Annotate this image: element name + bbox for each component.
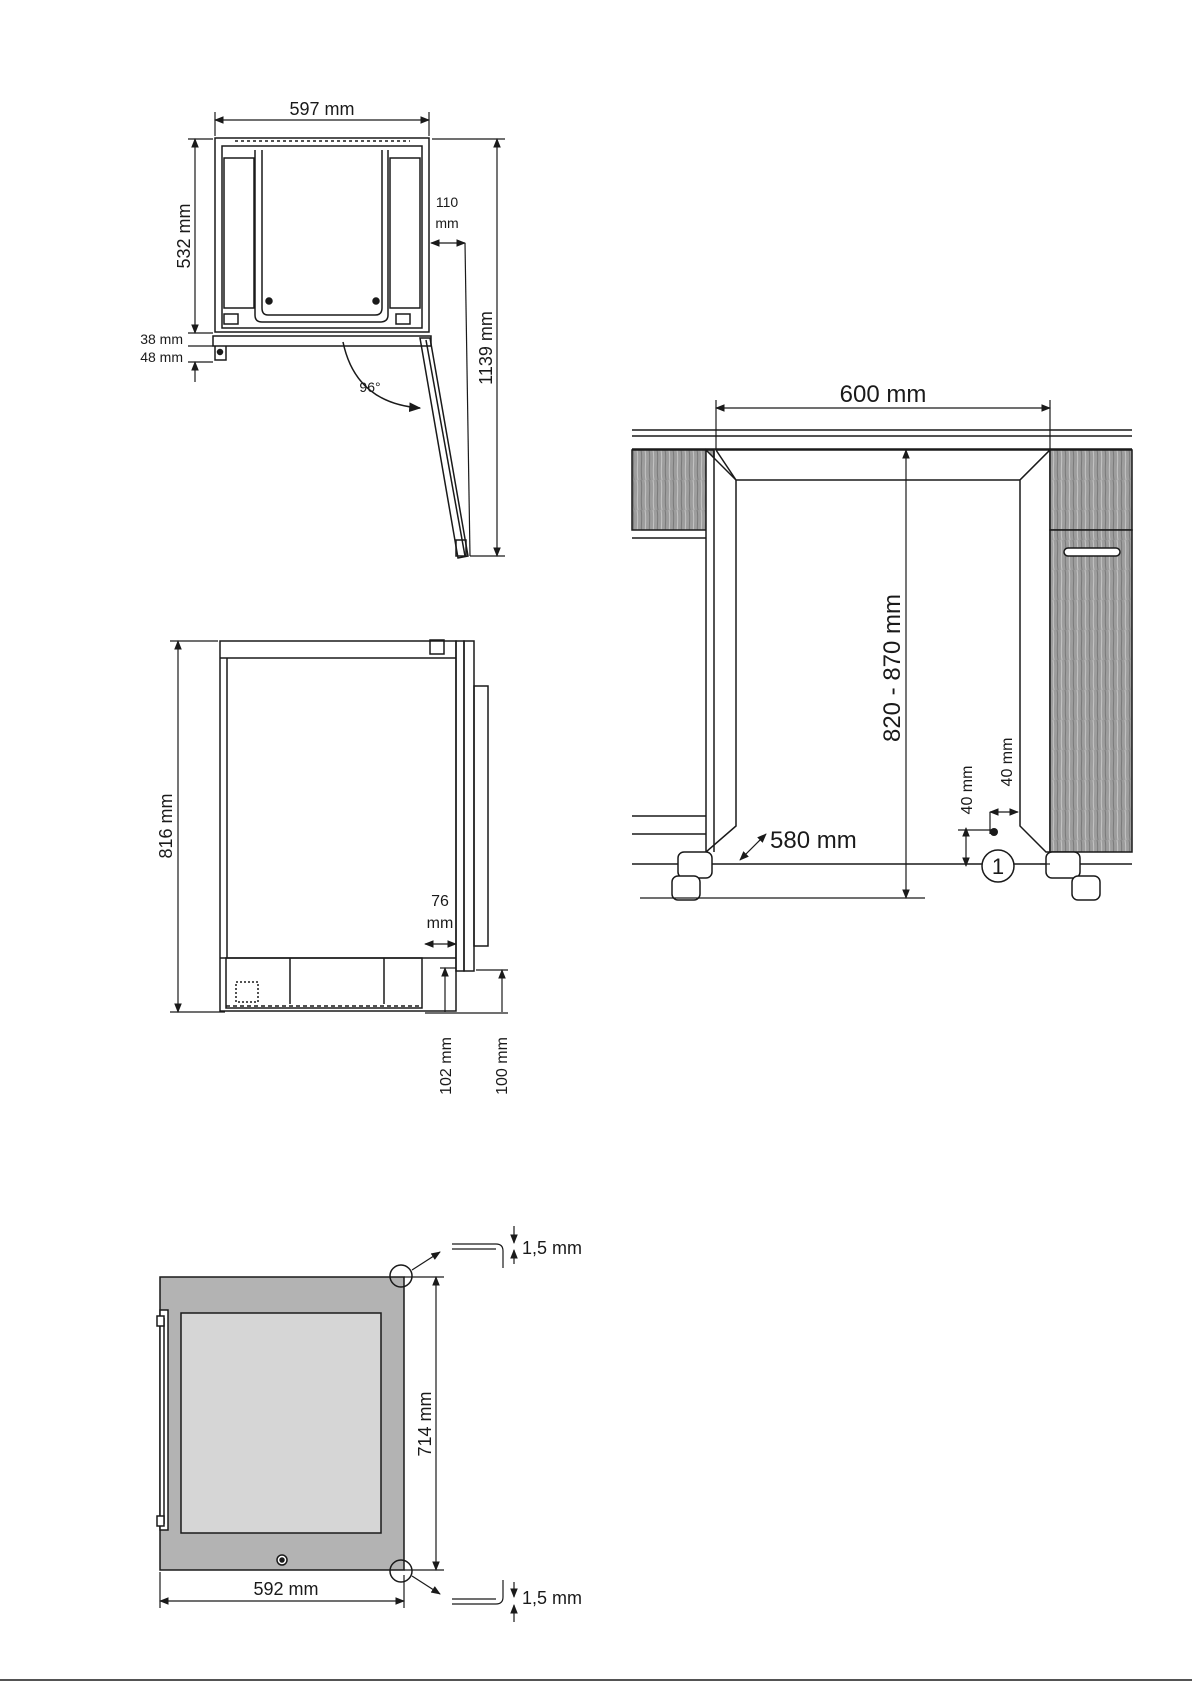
- plinth-2-label: 100 mm: [494, 1037, 511, 1095]
- top-view-dimensions: [188, 112, 505, 556]
- top-view: [213, 138, 468, 558]
- door-gap-1-label: 38 mm: [140, 331, 183, 347]
- door-gap-2-label: 48 mm: [140, 349, 183, 365]
- right-wood-top: [1050, 450, 1132, 530]
- open-door: [420, 338, 468, 558]
- top-width-label: 597 mm: [289, 99, 354, 119]
- cable-x-label: 40 mm: [959, 766, 976, 815]
- side-clearance-value: 110: [436, 194, 459, 210]
- handle-offset-value: 76: [431, 893, 449, 910]
- niche-height-label: 820 - 870 mm: [879, 594, 906, 742]
- side-body: [220, 641, 456, 1011]
- callout-number: 1: [992, 854, 1004, 879]
- plinth-1-label: 102 mm: [438, 1037, 455, 1095]
- niche-width-label: 600 mm: [840, 381, 927, 408]
- door-angle-label: 96°: [359, 379, 380, 395]
- gap-top-label: 1,5 mm: [522, 1238, 582, 1258]
- front-height-label: 714 mm: [415, 1391, 435, 1456]
- glass-window: [181, 1313, 381, 1533]
- side-clearance-unit: mm: [435, 215, 458, 231]
- dim-line-580: [740, 834, 766, 860]
- cabinet-outline: [215, 138, 429, 332]
- side-view: [220, 640, 488, 1011]
- top-depth-label: 532 mm: [174, 203, 194, 268]
- left-wood-panel: [632, 450, 714, 530]
- cable-y-label: 40 mm: [999, 738, 1016, 787]
- front-view: [157, 1265, 412, 1582]
- front-width-label: 592 mm: [253, 1579, 318, 1599]
- right-wood-door: [1050, 530, 1132, 852]
- side-height-label: 816 mm: [156, 793, 176, 858]
- cable-point: [990, 828, 998, 836]
- niche-depth-label: 580 mm: [770, 827, 857, 854]
- handle-offset-unit: mm: [427, 915, 454, 932]
- gap-bottom-label: 1,5 mm: [522, 1588, 582, 1608]
- open-depth-label: 1139 mm: [476, 311, 496, 385]
- side-handle: [474, 686, 488, 946]
